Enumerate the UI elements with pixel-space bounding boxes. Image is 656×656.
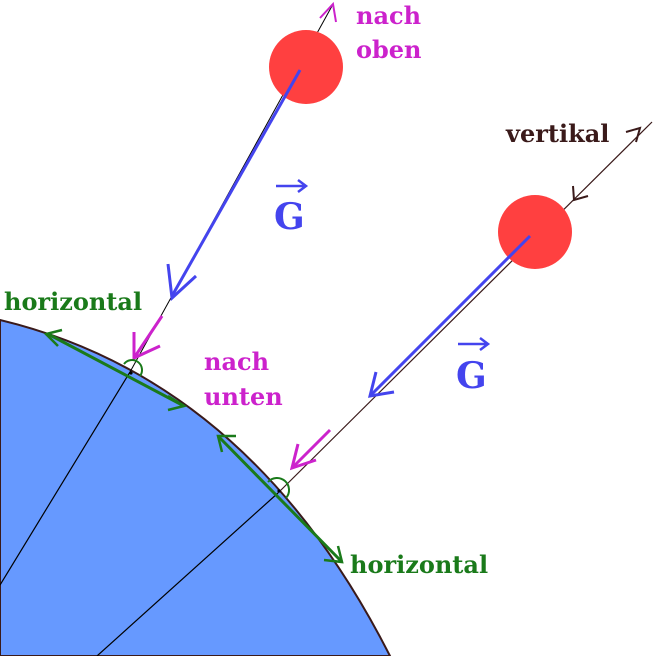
nach-unten-arrowhead-lower [289, 443, 317, 471]
gravity-arrowhead-lower [367, 371, 395, 398]
label-horizontal-lower: horizontal [350, 550, 488, 579]
label-nach-oben-2: oben [356, 35, 422, 64]
vertical-line-lower [277, 121, 653, 494]
right-angle-dot-upper [129, 371, 133, 375]
g-vector-arrow-lower [458, 337, 491, 351]
ball-upper [269, 30, 343, 104]
right-angle-dot-lower [277, 489, 281, 493]
label-horizontal-upper: horizontal [4, 287, 142, 316]
nach-unten-arrow-upper [132, 315, 164, 359]
right-angle-lower [267, 476, 291, 499]
vertikal-arrowhead-top [625, 126, 642, 143]
label-vertikal: vertikal [505, 119, 609, 148]
nach-unten-arrowhead-upper [132, 332, 161, 361]
g-vector-arrow-upper [276, 179, 309, 193]
horizontal-arrowhead-upper-right [167, 394, 188, 412]
horizontal-arrowhead-lower-left [216, 434, 236, 453]
nach-oben-arrowhead [319, 1, 337, 23]
horizontal-tangent-upper [47, 332, 185, 408]
label-nach-unten-2: unten [204, 382, 283, 411]
label-g-lower: G [456, 355, 487, 397]
label-nach-oben-1: nach [356, 1, 421, 30]
horizontal-arrowhead-lower-right [323, 545, 344, 564]
earth [0, 318, 392, 656]
radial-line-upper [0, 371, 131, 586]
label-g-upper: G [274, 196, 305, 238]
gravity-arrow-lower [368, 234, 532, 398]
nach-unten-arrow-lower [290, 428, 332, 470]
gravity-arrow-upper [170, 69, 302, 297]
gravity-arrowhead-upper [166, 263, 198, 302]
label-nach-unten-1: nach [204, 347, 269, 376]
radial-line-lower [96, 492, 279, 656]
horizontal-arrowhead-upper-left [43, 328, 63, 347]
horizontal-tangent-lower [216, 434, 344, 564]
vertikal-arrowhead-bottom [572, 185, 589, 202]
right-angle-upper [123, 359, 143, 377]
